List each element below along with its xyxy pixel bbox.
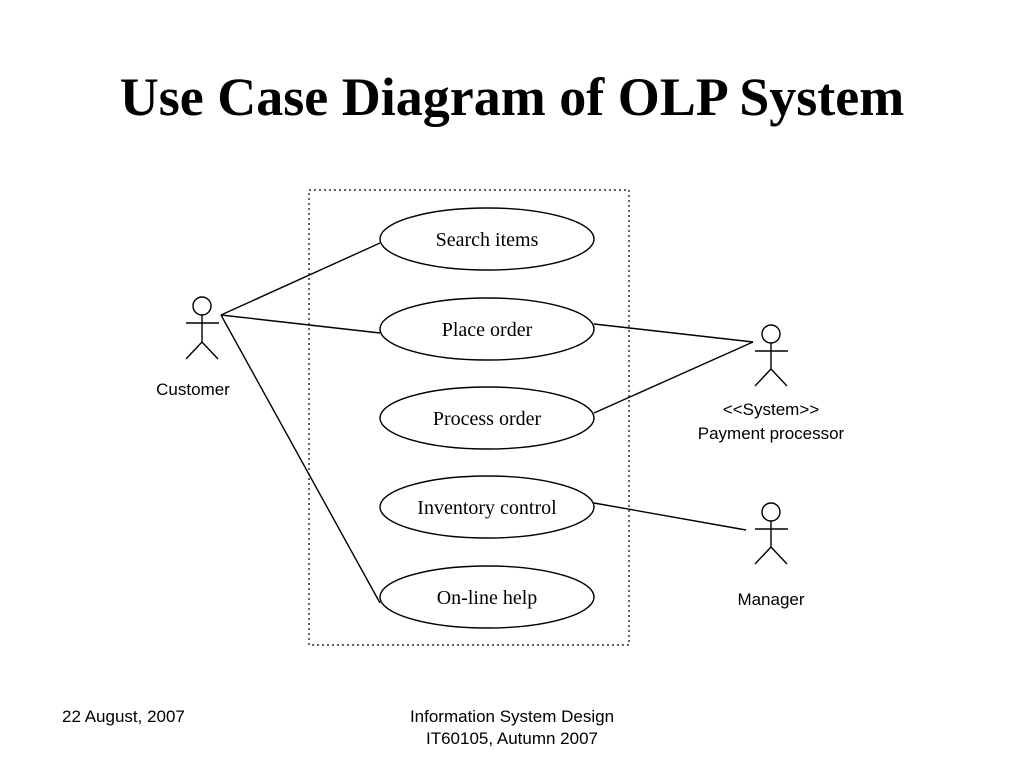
use-case-online-help: On-line help xyxy=(379,565,595,629)
use-case-label: Process order xyxy=(433,408,542,430)
stick-figure-icon xyxy=(185,296,219,360)
assoc-customer-online-help xyxy=(220,314,381,604)
stick-figure-icon xyxy=(754,324,788,387)
slide-title: Use Case Diagram of OLP System xyxy=(119,67,905,127)
stick-figure-icon xyxy=(754,502,788,565)
assoc-customer-search-items xyxy=(220,242,381,316)
actor-label: Payment processor xyxy=(698,424,845,443)
footer-course-title: Information System Design xyxy=(409,707,615,726)
use-case-place-order: Place order xyxy=(379,297,595,361)
assoc-place-order-payment-processor xyxy=(593,323,754,343)
assoc-process-order-payment-processor xyxy=(593,341,754,414)
use-case-search-items: Search items xyxy=(379,207,595,271)
actor-payment-processor: <<System>> Payment processor xyxy=(698,324,845,443)
actor-label: Manager xyxy=(737,590,804,609)
use-case-label: Search items xyxy=(436,229,539,251)
use-case-label: Inventory control xyxy=(417,497,557,519)
footer-course: Information System Design IT60105, Autum… xyxy=(362,706,662,750)
actor-stereotype: <<System>> xyxy=(723,400,819,419)
associations xyxy=(220,242,754,604)
actor-customer: Customer xyxy=(156,296,230,399)
actor-manager: Manager xyxy=(737,502,805,609)
use-case-label: Place order xyxy=(442,319,533,341)
footer-date: 22 August, 2007 xyxy=(62,707,185,726)
system-boundary xyxy=(308,189,630,646)
footer-course-code: IT60105, Autumn 2007 xyxy=(425,729,599,748)
actor-label: Customer xyxy=(156,380,230,399)
assoc-inventory-control-manager xyxy=(593,502,747,531)
assoc-customer-place-order xyxy=(220,314,381,334)
use-case-process-order: Process order xyxy=(379,386,595,450)
use-case-label: On-line help xyxy=(437,587,538,609)
use-case-inventory-control: Inventory control xyxy=(379,475,595,539)
